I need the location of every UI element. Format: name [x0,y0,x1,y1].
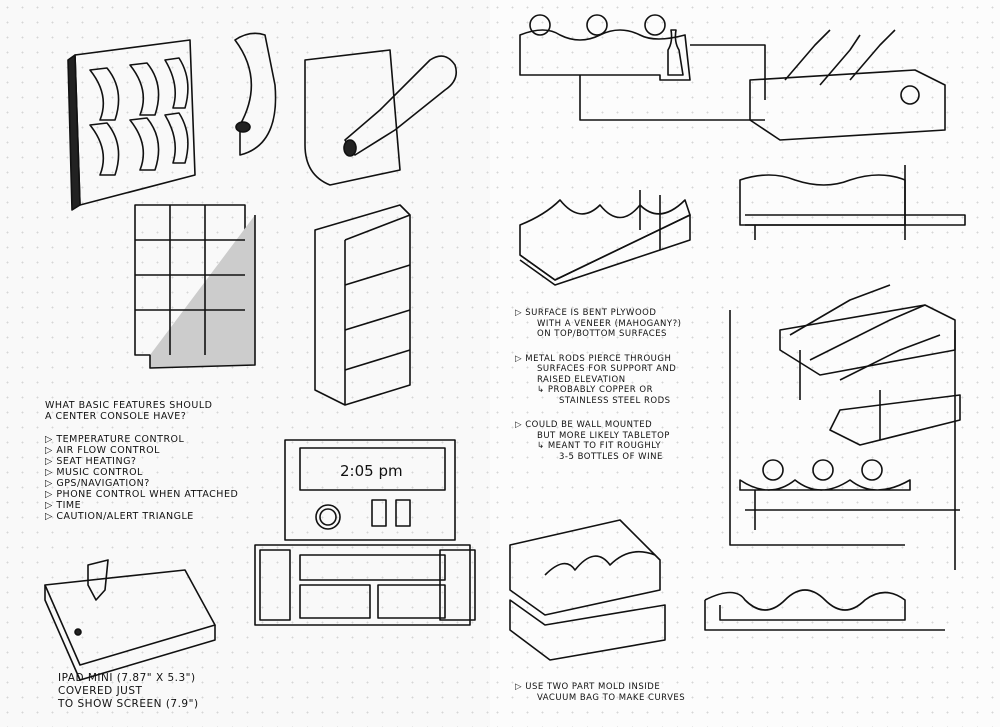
rack-note-line: Metal rods pierce through [515,354,681,365]
mold-note-line: Use two part mold inside [515,682,685,693]
sketch-ipad-mount [44,559,216,681]
rack-note-line: Could be wall mounted [515,420,681,431]
ipad-note-line: Covered just [58,685,143,697]
sketch-grid-shelf [134,204,256,369]
sketch-bookshelf [314,204,411,406]
sketch-bottle-rack-perspective [729,284,961,570]
rack-note-line: with a veneer (mahogany?) [537,318,682,329]
feature-item: Time [45,500,238,511]
feature-item: Temperature control [45,434,238,445]
sketch-wave-profile [704,589,945,631]
sketch-two-part-mold [509,519,666,661]
sketch-rack-with-bottle [304,49,458,186]
rack-notes: Surface is bent plywood with a veneer (m… [515,308,681,462]
note-heading: What basic features should [45,400,213,411]
rack-note-subline: stainless steel rods [559,395,671,406]
feature-item: Seat heating? [45,456,238,467]
rack-note-line: on top/bottom surfaces [537,329,667,339]
sketch-rack-piece [234,32,277,156]
sketch-wall-bottle-rack [67,39,196,211]
rack-note-subline: Probably copper or [515,385,681,396]
feature-item: Caution/Alert triangle [45,511,238,522]
feature-item: Music control [45,467,238,478]
feature-item: Air flow control [45,445,238,456]
sketch-wave-slab [519,190,691,286]
ipad-note-line: to show screen (7.9") [58,698,199,710]
rack-note-subline: 3-5 bottles of wine [559,451,663,462]
console-features-note: What basic features should a center cons… [45,400,238,522]
sketch-center-console [254,439,476,626]
sketch-rack-circles-side [739,459,960,530]
sketch-wave-side-view [739,165,966,240]
ipad-note: iPad mini (7.87" x 5.3") Covered just to… [58,672,199,711]
rack-note-line: surfaces for support and [537,364,677,374]
mold-note: Use two part mold inside vacuum bag to m… [515,682,685,704]
feature-item: GPS/Navigation? [45,478,238,489]
rack-note-line: raised elevation [537,374,626,385]
rack-note-subline: Meant to fit roughly [515,441,681,452]
rack-note-line: Surface is bent plywood [515,308,681,319]
mold-note-line: vacuum bag to make curves [537,693,686,703]
note-heading: a center console have? [45,411,187,422]
ipad-note-line: iPad mini (7.87" x 5.3") [58,672,196,684]
sketch-wave-rack-front [519,14,766,121]
console-clock-display: 2:05 pm [340,462,403,480]
feature-item: Phone control when attached [45,489,238,500]
sketch-wave-rack-bottles [749,29,946,141]
rack-note-line: but more likely tabletop [537,430,670,441]
